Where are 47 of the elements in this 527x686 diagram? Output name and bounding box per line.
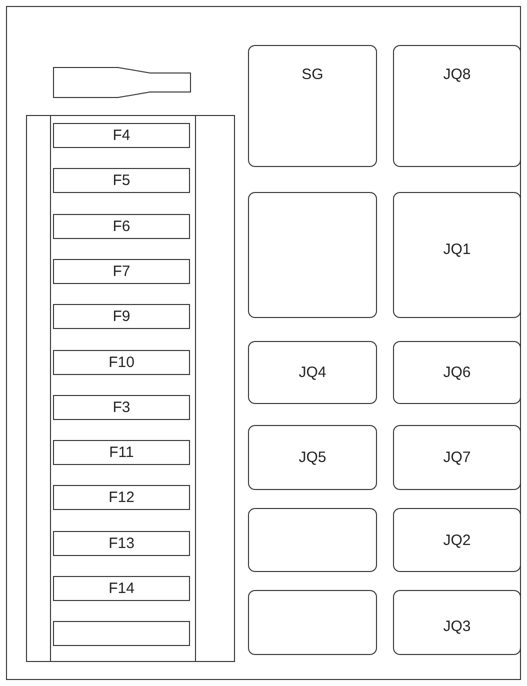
relay-label: JQ4 (298, 364, 326, 381)
fuse-label: F13 (108, 534, 134, 552)
fuse-label: F9 (112, 308, 130, 326)
fuse-slot (53, 304, 190, 330)
fuse-slot (53, 576, 190, 601)
relay-label: JQ1 (443, 241, 471, 258)
empty-relay-slot (248, 192, 377, 318)
fuse-slot (53, 168, 190, 194)
fuse-label: F12 (108, 489, 134, 506)
empty-relay-slot (248, 590, 377, 655)
relay-label: JQ6 (443, 364, 471, 381)
fuse-slot (53, 394, 190, 420)
relay-label: JQ5 (298, 449, 326, 466)
fuse-slot (53, 530, 190, 556)
fuse-slot (53, 485, 190, 510)
fuse-label: F10 (108, 354, 134, 370)
relay-slot (393, 425, 521, 490)
fuse-slot (53, 440, 190, 466)
fuse-box-outline (6, 6, 521, 680)
relay-label: JQ7 (443, 449, 471, 466)
fuse-label: F3 (112, 398, 130, 416)
relay-slot (248, 341, 377, 404)
fuse-slot (53, 258, 190, 284)
fuse-slot (53, 350, 190, 374)
fuse-puller-drawing (53, 67, 191, 98)
fuse-holder-strip (26, 115, 235, 662)
fuse-label: F6 (112, 218, 130, 235)
relay-label: JQ3 (443, 618, 471, 635)
fuse-label: F4 (112, 127, 130, 144)
relay-label: SG (302, 66, 324, 83)
fuse-label: F14 (108, 580, 134, 597)
fuse-label: F11 (109, 444, 134, 462)
fuse-label: F5 (112, 172, 130, 190)
relay-slot (248, 425, 377, 490)
relay-slot (248, 45, 377, 167)
relay-slot (393, 192, 521, 318)
fuse-slot (53, 214, 190, 239)
relay-label: JQ2 (443, 532, 471, 548)
empty-relay-slot (248, 508, 377, 572)
fuse-label: F7 (112, 262, 130, 280)
empty-fuse-slot (53, 621, 190, 646)
relay-slot (393, 508, 521, 572)
fuse-slot (53, 123, 190, 148)
relay-slot (393, 341, 521, 404)
relay-slot (393, 45, 521, 167)
relay-slot (393, 590, 521, 655)
relay-label: JQ8 (443, 66, 471, 83)
